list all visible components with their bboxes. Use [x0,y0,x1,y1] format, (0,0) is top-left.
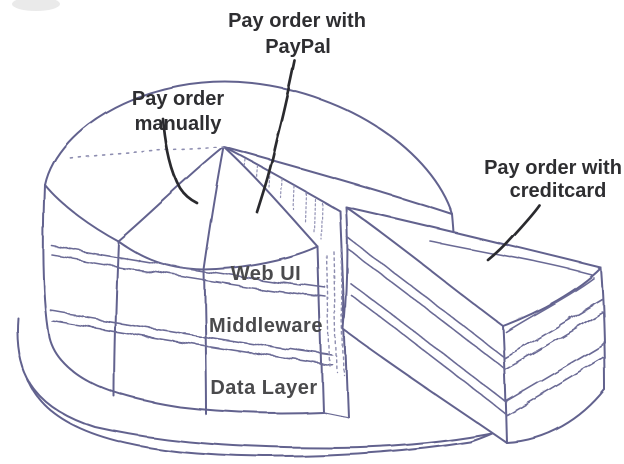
cake-back-rim [44,80,453,215]
icing-line [51,254,328,299]
cake-bottom-edge [49,337,324,414]
label-layer-datalayer: Data Layer [210,377,317,399]
slice-cut-line-left [117,146,225,242]
slice-icing-line [503,298,603,358]
label-layer-middleware: Middleware [209,315,323,337]
slice-top-front-edge-double [505,277,595,333]
hatch-band [326,248,345,376]
slice-icing-line [348,249,506,370]
cake-left-side [42,184,51,339]
leader-line-paypal [255,59,297,214]
cut-face-hatching [244,159,345,376]
cake-top-face-fill [45,81,452,270]
slice-icing-line [505,343,605,403]
label-manual-line1: Pay order [132,88,224,110]
slice-tip-edge [343,206,349,331]
slice-icing-line [349,282,507,403]
slice-near-vertical-edge [502,325,508,444]
slice-icing-line [506,356,606,416]
slice-top-inner-lip [429,240,593,276]
slice-icing-line [350,294,507,415]
label-manual-line2: manually [135,113,223,135]
scan-smudge [12,0,60,11]
leader-line-manual [161,117,199,205]
leader-lines [161,59,541,262]
slice-bottom-left-edge [343,329,508,444]
side-cut-vertical-left [113,240,119,397]
slice-layer-lines [347,237,606,416]
plate-rim-upper [16,317,501,449]
label-creditcard-line1: Pay order with [484,157,622,179]
cut-band-left-edge [317,246,324,413]
plate-rim-lower [27,379,500,458]
cut-band-bottom-edge [322,411,349,418]
icing-line [51,245,328,290]
ink-drawing [16,80,606,458]
cut-edge-front-lower [223,146,319,248]
slice-right-edge [600,267,606,391]
cake-front-rim [44,184,319,271]
label-paypal-line1: Pay order with [228,10,366,32]
slice-cut-line-back-dotted [69,146,225,159]
label-creditcard-line2: creditcard [510,180,607,202]
label-paypal-line2: PayPal [265,36,331,58]
leader-line-creditcard [486,203,541,262]
slice-top-left-long-edge [345,206,602,269]
slice-icing-line [347,237,505,358]
slice-top-near-edge [345,206,504,327]
icing-line [51,311,334,357]
layer-labels: Web UI Middleware Data Layer [209,263,323,399]
side-cut-vertical-front [203,269,207,415]
slice-cut-line-front [203,146,225,271]
plate [16,317,501,458]
cut-edge-back [223,146,453,215]
icing-line [51,320,334,366]
slice-bottom-curve [506,389,606,444]
slice-top-front-edge [502,267,602,327]
cake-slice [343,206,606,444]
feature-labels: Pay order with PayPal Pay order manually… [132,10,622,202]
cut-edge-front-top [223,146,341,212]
hatch-top-sliver [244,159,323,240]
slice-top-face-fill [346,207,601,326]
cut-band-fill [318,211,348,417]
label-layer-webui: Web UI [231,263,301,285]
slice-icing-line [504,310,604,370]
cake-layer-lines [51,245,334,366]
